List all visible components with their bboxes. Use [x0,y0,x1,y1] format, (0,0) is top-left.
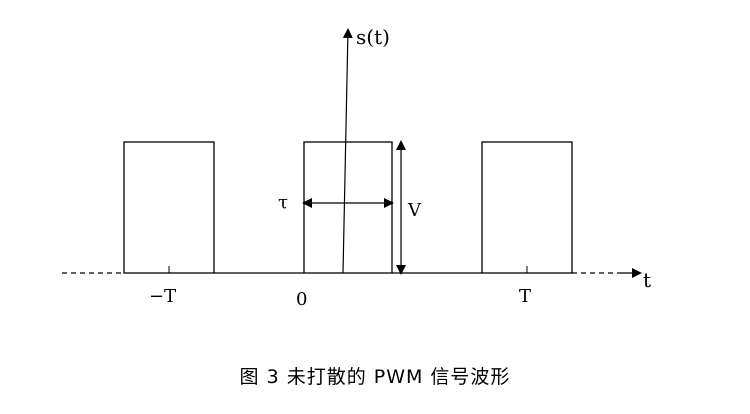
tick-label-neg-T: −T [149,286,176,307]
pulse-width-label: τ [278,192,288,213]
tick-label-zero: 0 [296,289,307,310]
pwm-waveform-diagram: s(t) t −T 0 T τ V [62,25,651,310]
y-axis-label: s(t) [356,25,390,49]
figure-caption: 图 3 未打散的 PWM 信号波形 [239,366,511,388]
y-axis [342,28,353,274]
tick-label-T: T [519,286,531,307]
amplitude-label: V [407,200,422,221]
pulse-left [123,141,215,274]
x-axis-label: t [643,268,651,292]
pulse-right [481,141,573,274]
pulse-center [303,141,393,274]
